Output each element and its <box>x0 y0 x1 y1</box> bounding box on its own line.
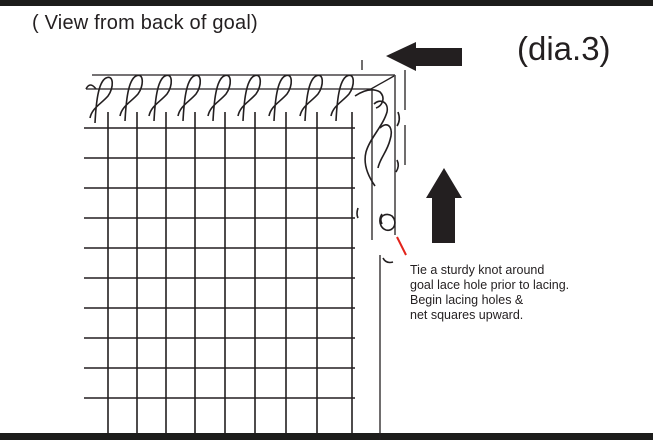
view-caption: ( View from back of goal) <box>32 12 258 34</box>
instruction-line: net squares upward. <box>410 308 524 322</box>
bottom-border <box>0 433 653 440</box>
instruction-text: Tie a sturdy knot around goal lace hole … <box>410 263 569 323</box>
arrow-up-icon <box>426 168 462 243</box>
goal-frame <box>86 60 406 440</box>
net-grid <box>84 112 355 433</box>
instruction-line: Tie a sturdy knot around <box>410 263 545 277</box>
arrow-left-icon <box>386 42 462 71</box>
diagram-label: (dia.3) <box>517 30 611 67</box>
instruction-line: goal lace hole prior to lacing. <box>410 278 570 292</box>
instruction-line: Begin lacing holes & <box>410 293 524 307</box>
top-border <box>0 0 653 6</box>
knot-marker <box>396 236 407 256</box>
lacing-loops <box>85 74 401 264</box>
